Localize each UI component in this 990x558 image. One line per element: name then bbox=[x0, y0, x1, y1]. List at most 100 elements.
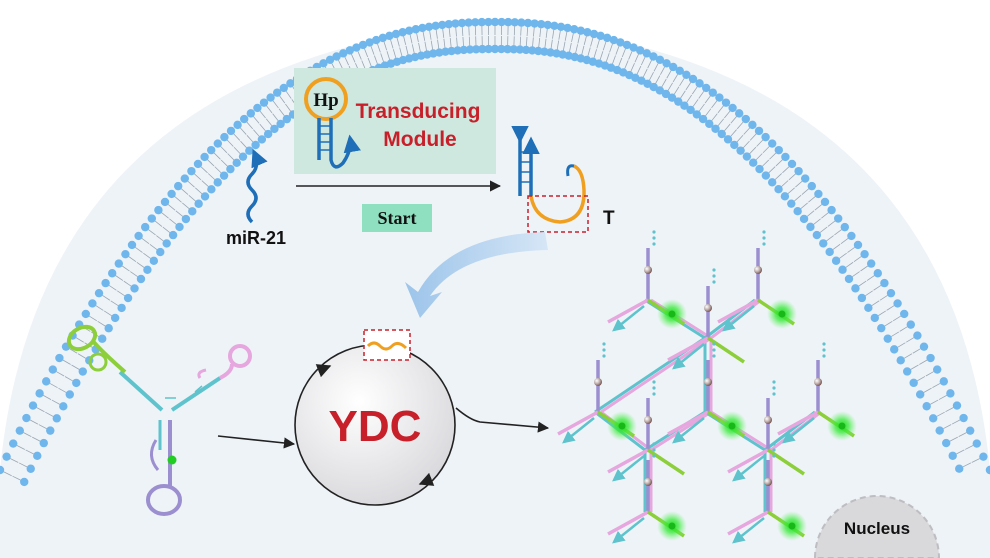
lipid-tail bbox=[110, 300, 119, 307]
lipid-head bbox=[28, 401, 38, 410]
lipid-head bbox=[812, 230, 822, 240]
lipid-head bbox=[886, 288, 896, 298]
lipid-tail bbox=[422, 31, 426, 41]
lipid-tail bbox=[698, 103, 705, 112]
strand-end bbox=[652, 230, 656, 234]
lipid-head bbox=[556, 22, 566, 32]
lipid-head bbox=[490, 17, 500, 27]
lipid-tail bbox=[461, 26, 464, 37]
lipid-tail bbox=[351, 53, 356, 63]
strand-end bbox=[762, 230, 766, 234]
lipid-head bbox=[391, 29, 401, 39]
lipid-tail bbox=[756, 139, 764, 147]
lipid-head bbox=[2, 452, 11, 461]
lipid-tail bbox=[890, 331, 900, 337]
lipid-tail bbox=[175, 210, 184, 217]
lipid-head bbox=[477, 17, 486, 27]
y-arm bbox=[557, 410, 599, 436]
lipid-tail bbox=[117, 290, 125, 297]
lipid-tail bbox=[115, 275, 124, 281]
lipid-head bbox=[955, 464, 964, 473]
lipid-tail bbox=[49, 382, 58, 389]
lipid-head bbox=[787, 159, 797, 169]
lipid-tail bbox=[581, 45, 585, 55]
lipid-head bbox=[104, 324, 113, 333]
lipid-tail bbox=[590, 37, 594, 47]
lipid-head bbox=[825, 247, 834, 257]
quencher-dot bbox=[814, 378, 822, 386]
lipid-tail bbox=[801, 188, 810, 195]
lipid-tail bbox=[912, 348, 921, 354]
lipid-head bbox=[332, 52, 341, 61]
lipid-tail bbox=[847, 246, 855, 253]
lipid-head bbox=[193, 159, 203, 169]
lipid-head bbox=[504, 17, 513, 27]
lipid-tail bbox=[195, 187, 203, 195]
lipid-tail bbox=[775, 159, 783, 167]
lipid-tail bbox=[808, 196, 816, 203]
lipid-tail bbox=[624, 60, 629, 69]
lipid-tail bbox=[698, 90, 705, 99]
lipid-tail bbox=[545, 28, 548, 38]
lipid-head bbox=[534, 46, 543, 56]
lipid-tail bbox=[233, 133, 241, 141]
lipid-tail bbox=[279, 95, 286, 104]
lipid-head bbox=[831, 256, 841, 265]
lipid-tail bbox=[272, 100, 279, 109]
lipid-head bbox=[896, 356, 905, 365]
lipid-head bbox=[484, 44, 493, 54]
lipid-tail bbox=[558, 30, 561, 40]
lipid-tail bbox=[762, 146, 770, 154]
lipid-tail bbox=[724, 110, 731, 119]
lipid-tail bbox=[201, 180, 209, 187]
lipid-tail bbox=[704, 95, 711, 104]
lipid-head bbox=[675, 66, 684, 76]
lipid-head bbox=[870, 313, 879, 323]
lipid-head bbox=[877, 323, 886, 333]
lipid-tail bbox=[364, 48, 369, 58]
lipid-head bbox=[453, 46, 462, 55]
lipid-head bbox=[134, 231, 143, 241]
y-arm bbox=[732, 517, 765, 544]
lipid-head bbox=[98, 334, 107, 343]
lipid-head bbox=[253, 103, 262, 113]
lipid-head bbox=[748, 120, 757, 130]
y-arm bbox=[612, 455, 645, 482]
y-arm bbox=[647, 448, 685, 476]
quencher-dot bbox=[644, 416, 652, 424]
lipid-tail bbox=[550, 39, 553, 49]
lipid-tail bbox=[813, 218, 821, 225]
lipid-head bbox=[521, 45, 531, 55]
lipid-head bbox=[352, 43, 361, 52]
lipid-head bbox=[655, 86, 664, 95]
lipid-head bbox=[444, 19, 453, 29]
lipid-tail bbox=[660, 66, 666, 75]
lipid-head bbox=[692, 110, 702, 119]
lipid-head bbox=[860, 249, 869, 259]
lipid-tail bbox=[162, 226, 171, 233]
lipid-head bbox=[820, 197, 830, 207]
lipid-head bbox=[814, 189, 823, 199]
lipid-head bbox=[570, 25, 579, 34]
lipid-head bbox=[705, 119, 714, 129]
lipid-head bbox=[589, 29, 599, 39]
lipid-tail bbox=[29, 419, 39, 425]
lipid-tail bbox=[587, 47, 591, 57]
lipid-head bbox=[906, 320, 915, 329]
lipid-tail bbox=[599, 51, 604, 60]
lipid-tail bbox=[259, 123, 266, 132]
dna-network bbox=[557, 230, 857, 544]
lipid-tail bbox=[161, 212, 169, 219]
fluorophore bbox=[618, 422, 626, 430]
lipid-head bbox=[457, 18, 467, 28]
lipid-head bbox=[238, 152, 248, 161]
strand-end bbox=[652, 454, 656, 458]
quencher-dot bbox=[644, 478, 652, 486]
strand-end bbox=[712, 280, 716, 284]
lipid-head bbox=[530, 19, 539, 28]
strand-end bbox=[772, 392, 776, 396]
y-arm bbox=[607, 448, 649, 474]
lipid-tail bbox=[827, 220, 836, 227]
lipid-head bbox=[497, 44, 506, 54]
